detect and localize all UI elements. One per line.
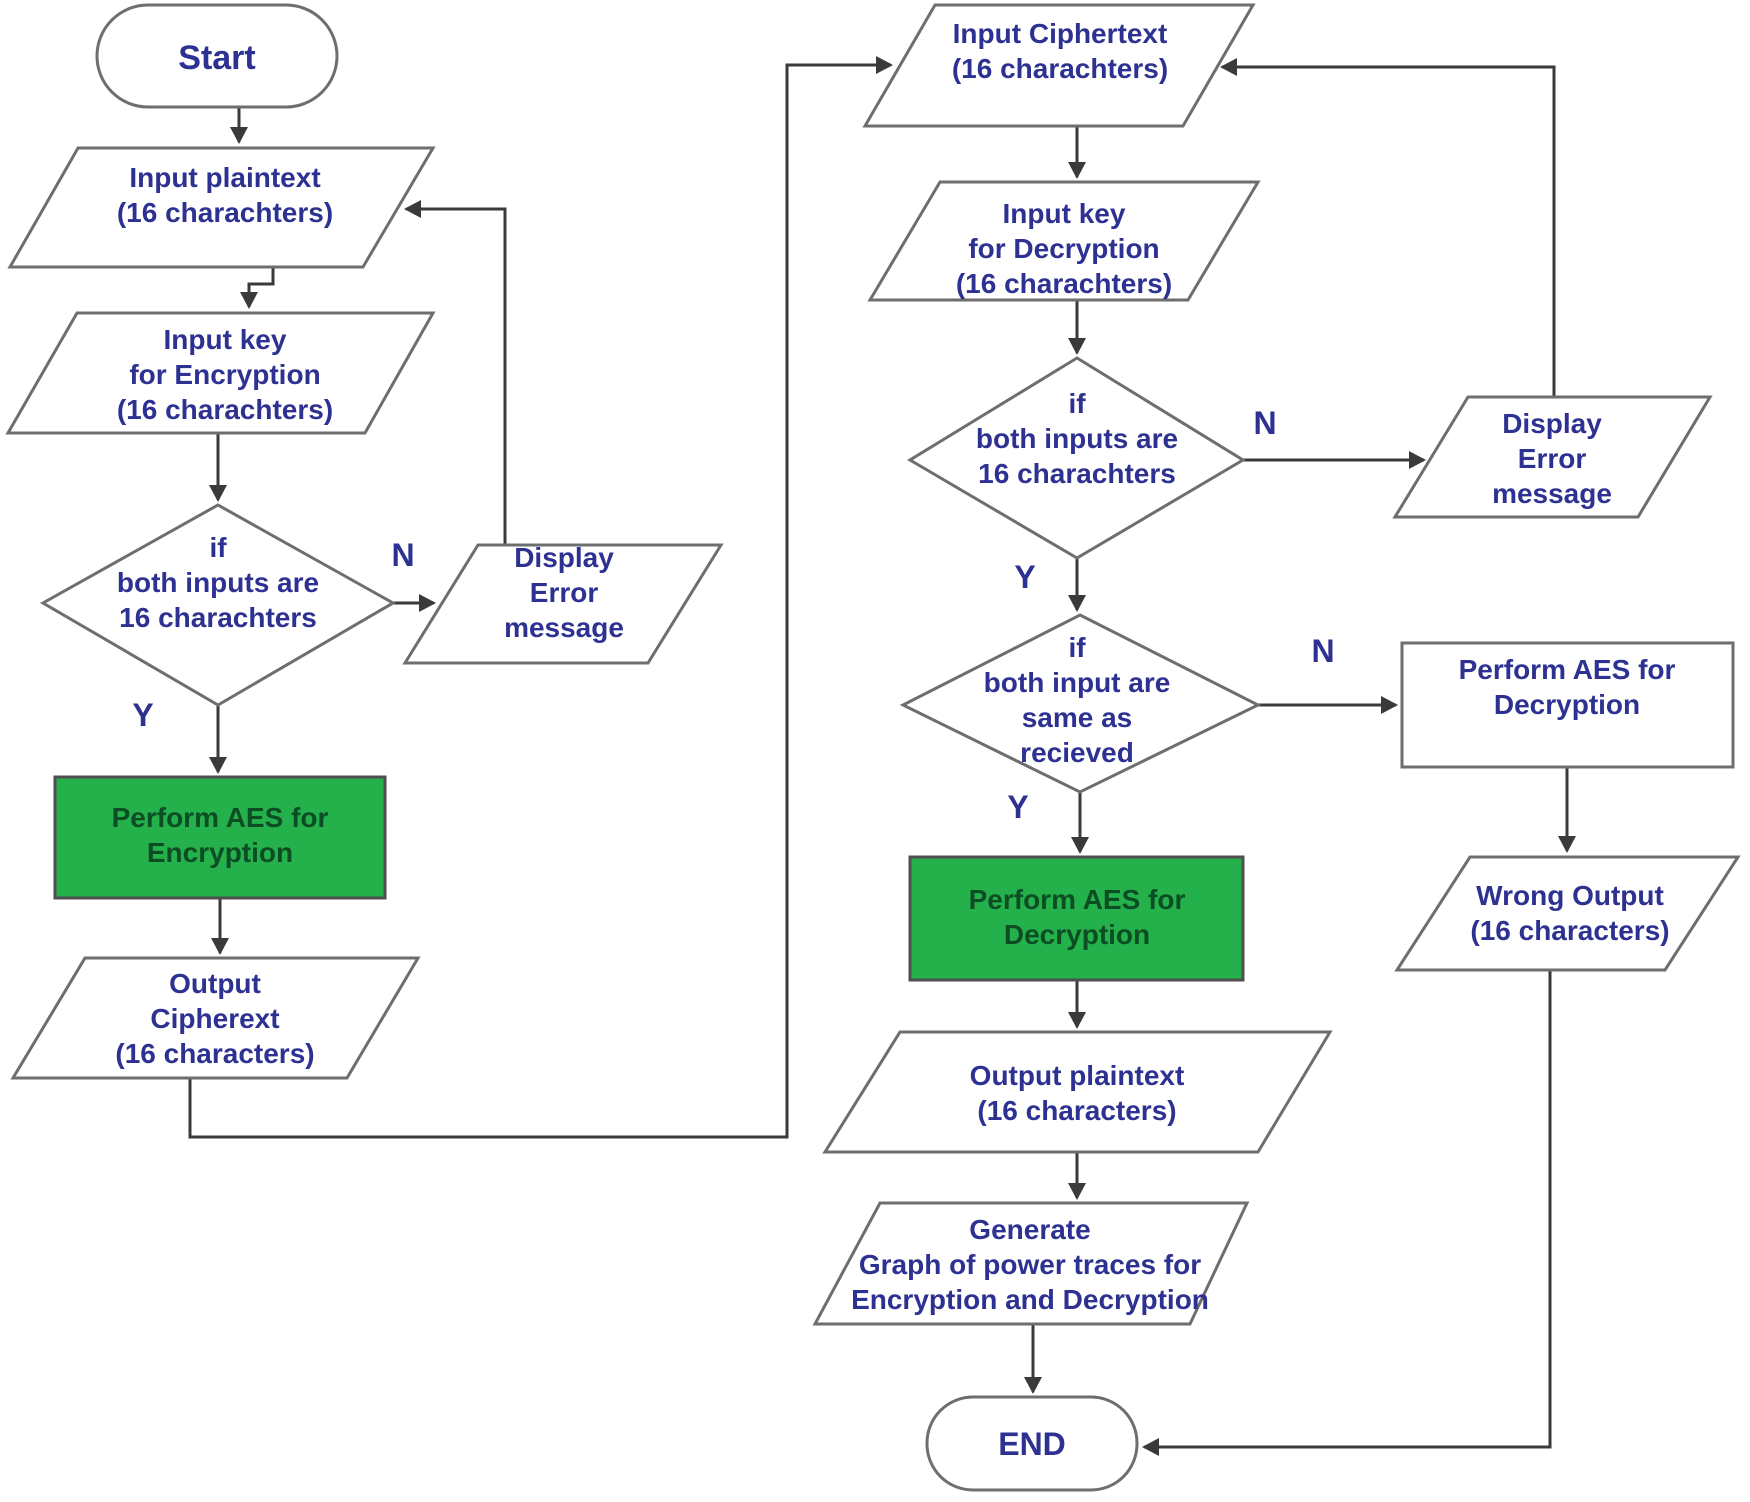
input-plaintext-shape xyxy=(7,146,436,269)
edge-display-error-right-loop-to-input-ciphertext xyxy=(1220,58,1556,397)
end-terminator-shape xyxy=(925,1395,1139,1492)
edge-wrong-output-to-end xyxy=(1142,970,1552,1456)
input-key-encryption-shape xyxy=(5,311,436,435)
check16-left-decision-shape xyxy=(39,503,397,707)
display-error-left-shape xyxy=(402,543,724,665)
input-ciphertext-shape xyxy=(862,3,1256,128)
perform-aes-decryption-green-shape xyxy=(908,855,1245,982)
check16-right-decision-shape xyxy=(907,356,1246,560)
perform-aes-decryption-plain-shape xyxy=(1400,641,1735,769)
display-error-right-shape xyxy=(1392,395,1713,519)
start-terminator-shape xyxy=(95,3,339,109)
generate-graph-shape xyxy=(812,1201,1250,1326)
wrong-output-shape xyxy=(1394,855,1741,972)
check-same-as-received-decision-shape xyxy=(899,613,1262,794)
perform-aes-encryption-shape xyxy=(53,775,387,900)
edge-output-ciphertext-to-input-ciphertext xyxy=(188,56,893,1139)
input-key-decryption-shape xyxy=(867,180,1261,302)
output-plaintext-shape xyxy=(822,1030,1333,1154)
edge-plaintext-to-key-encryption xyxy=(240,267,275,309)
edge-display-error-left-loop-to-plaintext xyxy=(404,200,507,545)
output-ciphertext-shape xyxy=(10,956,421,1080)
